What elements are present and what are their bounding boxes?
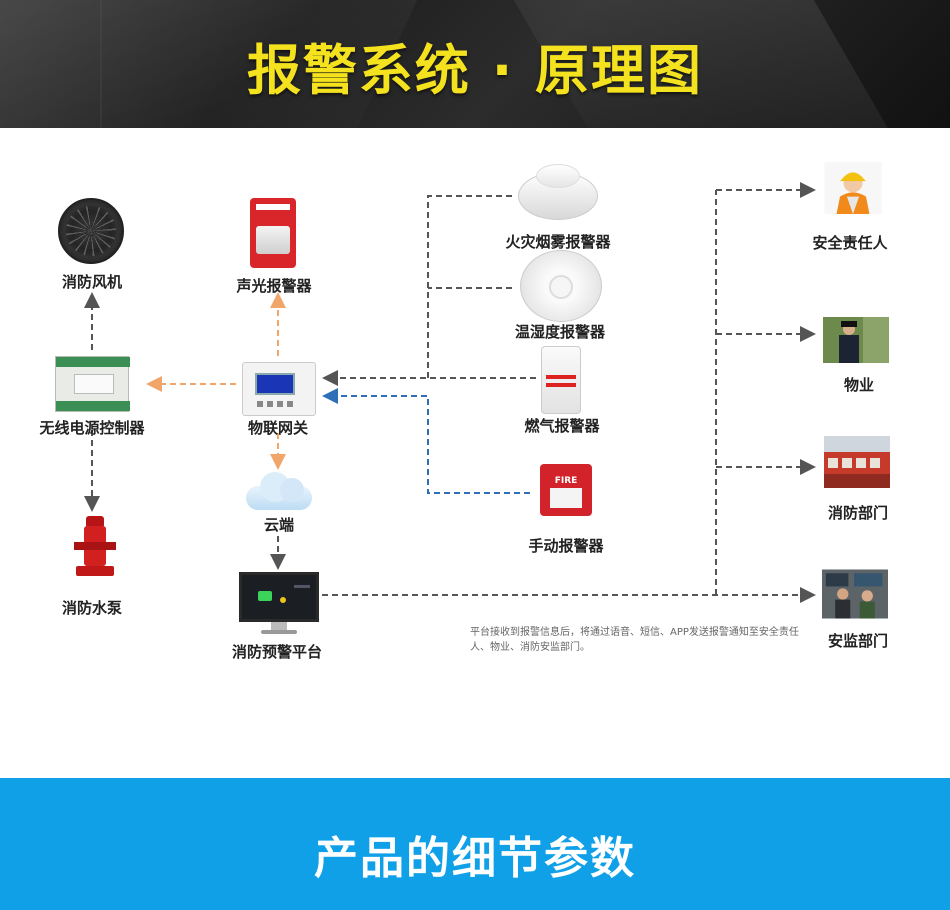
gateway-icon [242,362,316,416]
header-facet [100,0,102,128]
fan-label: 消防风机 [61,273,122,291]
fire-station-icon [824,436,890,488]
monitor-icon [239,572,319,636]
header-banner: 报警系统 · 原理图 [0,0,950,128]
strobe-alarm-icon [250,198,296,268]
strobe-label: 声光报警器 [236,277,312,295]
property-label: 物业 [843,376,874,394]
platform-label: 消防预警平台 [231,643,322,661]
safety-dept-icon [822,569,888,619]
smoke-label: 火灾烟雾报警器 [505,233,611,251]
link-smoke-bus [427,195,512,378]
controller-label: 无线电源控制器 [39,419,145,437]
link-manual-gateway [322,388,530,494]
gateway-label: 物联网关 [247,419,308,437]
gas-detector-icon [541,346,581,414]
responsible-label: 安全责任人 [812,234,888,252]
diagram: 消防风机 无线电源控制器 消防水泵 声光报警器 物联网关 云端 消防预警平台 火… [0,128,950,778]
gas-label: 燃气报警器 [524,417,600,435]
fire-button-text: FIRE [554,476,578,486]
connector-lines [84,182,816,603]
property-icon [823,317,889,363]
manual-call-point-icon: FIRE [540,464,592,516]
cloud-icon [246,470,312,510]
controller-icon [55,356,130,412]
footer-banner: 产品的细节参数 [0,778,950,910]
manual-label: 手动报警器 [528,537,604,555]
safety-dept-label: 安监部门 [827,632,888,650]
page-title: 报警系统 · 原理图 [246,39,704,102]
safety-officer-icon [824,162,882,214]
pump-label: 消防水泵 [61,599,122,617]
pump-icon [74,516,116,578]
fan-icon [58,198,124,264]
smoke-detector-icon [518,164,598,220]
temp-label: 温湿度报警器 [514,323,605,341]
cloud-label: 云端 [263,516,294,534]
section-title: 产品的细节参数 [314,833,636,884]
notification-note: 平台接收到报警信息后，将通过语音、短信、APP发送报警通知至安全责任人、物业、消… [470,627,799,653]
fire-dept-label: 消防部门 [827,504,888,522]
heat-detector-icon [520,250,602,322]
